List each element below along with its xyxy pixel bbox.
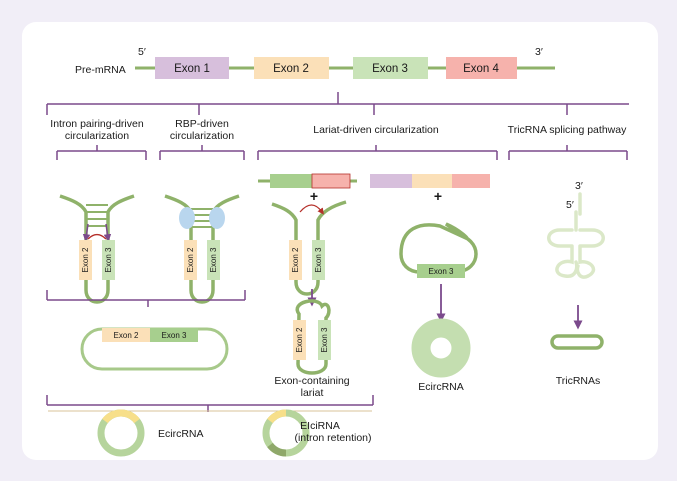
exon3-label-hairpin2: Exon 3 <box>209 247 218 272</box>
lariat-exon-green <box>270 174 312 188</box>
exon-containing-lariat-label-1: Exon-containing <box>274 375 349 387</box>
ecircrna-label-bottom: EcircRNA <box>158 428 204 440</box>
rbp-rna-strand <box>164 194 240 304</box>
rbp-hairpin: Exon 2 Exon 3 <box>164 194 240 304</box>
circular-exon-product: Exon 2 Exon 3 <box>80 327 229 371</box>
exon3-label-product: Exon 3 <box>162 331 187 340</box>
exon3-box-ecirc <box>417 264 465 278</box>
splice-arrow-right <box>103 223 112 242</box>
tricrnas-label: TricRNAs <box>556 375 601 387</box>
exon2-label-hairpin1: Exon 2 <box>81 247 90 272</box>
intron-pairing-hairpin: Exon 2 Exon 3 <box>59 194 135 304</box>
exon3-label-lariat2: Exon 3 <box>320 327 329 352</box>
exon4-label: Exon 4 <box>463 63 499 75</box>
tricrna-pathway: 3′ 5′ TricRNAs <box>547 180 605 387</box>
five-prime-label: 5′ <box>138 46 146 58</box>
rbp-protein-right <box>209 207 225 229</box>
rbp-base-pairing-lines <box>191 208 213 228</box>
lariat-plus-sign: + <box>310 188 318 204</box>
figure-panel <box>22 22 658 460</box>
mrna-exon1 <box>370 174 412 188</box>
rbp-title-1: RBP-driven <box>175 118 229 130</box>
exon2-label-lariat2: Exon 2 <box>295 327 304 352</box>
exon2-label-lariat: Exon 2 <box>291 247 300 272</box>
eicirna-ring-yellow-arc <box>267 409 287 424</box>
rbp-bracket <box>159 145 245 160</box>
exon1-label: Exon 1 <box>174 63 210 75</box>
eicirna-label-2: (intron retention) <box>294 432 371 444</box>
three-prime-label: 3′ <box>535 46 543 58</box>
lariat-title: Lariat-driven circularization <box>313 124 439 136</box>
bottom-bracket <box>46 395 374 412</box>
exon2-label: Exon 2 <box>273 63 309 75</box>
ecircrna-ring-right <box>411 318 471 378</box>
exon2-box-product <box>102 328 150 342</box>
exon2-box-hairpin2 <box>184 240 197 280</box>
intron-pairing-title-2: circularization <box>65 130 129 142</box>
exon3-box-product <box>150 328 198 342</box>
pre-mrna: Pre-mRNA 5′ 3′ Exon 1 Exon 2 Exon 3 Exon… <box>75 46 555 79</box>
exon3-label-lariat: Exon 3 <box>314 247 323 272</box>
exon3-label-hairpin1: Exon 3 <box>104 247 113 272</box>
exon-containing-lariat-loop <box>295 299 331 375</box>
eicirna-label-1: EIciRNA <box>300 420 340 432</box>
top-bracket <box>46 92 629 115</box>
exon2-box-lariat2 <box>293 320 306 360</box>
exon2-box-lariat <box>289 240 302 280</box>
intron-pairing-bracket <box>56 145 147 160</box>
pre-mrna-label: Pre-mRNA <box>75 64 126 76</box>
splice-arc <box>87 233 107 240</box>
lariat-exon-red <box>311 173 351 189</box>
lariat-pathway: + + Exon 2 Exon 3 Exon 2 Exon 3 Exon-con… <box>258 173 490 399</box>
lariat-bracket <box>257 145 498 160</box>
lariat-hairpin-strand <box>271 200 347 296</box>
exon3-label-ecirc: Exon 3 <box>429 267 454 276</box>
trna-cloverleaf <box>547 192 605 279</box>
exon2-label-product: Exon 2 <box>114 331 139 340</box>
tricrna-bracket <box>508 145 628 160</box>
splice-arrow-left <box>82 223 91 242</box>
exon3-label: Exon 3 <box>372 63 408 75</box>
ecircrna-ring-yellow-arc <box>102 409 140 424</box>
exon3-box-hairpin2 <box>207 240 220 280</box>
intron-pairing-title-1: Intron pairing-driven <box>50 118 144 130</box>
eicirna-intron-arc <box>267 442 287 457</box>
ecircrna-label-right: EcircRNA <box>418 381 464 393</box>
eicirna-product: EIciRNA (intron retention) <box>262 409 372 457</box>
merge-bracket <box>46 290 246 307</box>
exon3-box-lariat <box>312 240 325 280</box>
mrna-exon4 <box>452 174 490 188</box>
ecircrna-bottom-product: EcircRNA <box>97 409 204 457</box>
rbp-title-2: circularization <box>170 130 234 142</box>
exon2-label-hairpin2: Exon 2 <box>186 247 195 272</box>
exon3-box-lariat2 <box>318 320 331 360</box>
tricrna-ring <box>550 334 604 350</box>
lariat-splice-arc <box>299 204 324 215</box>
exon-containing-lariat-label-2: lariat <box>301 387 324 399</box>
exon3-box <box>353 57 428 79</box>
mrna-plus-sign: + <box>434 188 442 204</box>
exon2-box-hairpin1 <box>79 240 92 280</box>
exon1-box <box>155 57 229 79</box>
intron-pairing-rna-strand <box>59 194 135 304</box>
exon2-box <box>254 57 329 79</box>
tricrna-title: TricRNA splicing pathway <box>508 124 627 136</box>
exon4-box <box>446 57 517 79</box>
exon3-box-hairpin1 <box>102 240 115 280</box>
trna-three-prime-label: 3′ <box>575 180 583 192</box>
trna-five-prime-label: 5′ <box>566 199 574 211</box>
rbp-protein-left <box>179 207 195 229</box>
base-pairing-lines <box>86 204 108 227</box>
